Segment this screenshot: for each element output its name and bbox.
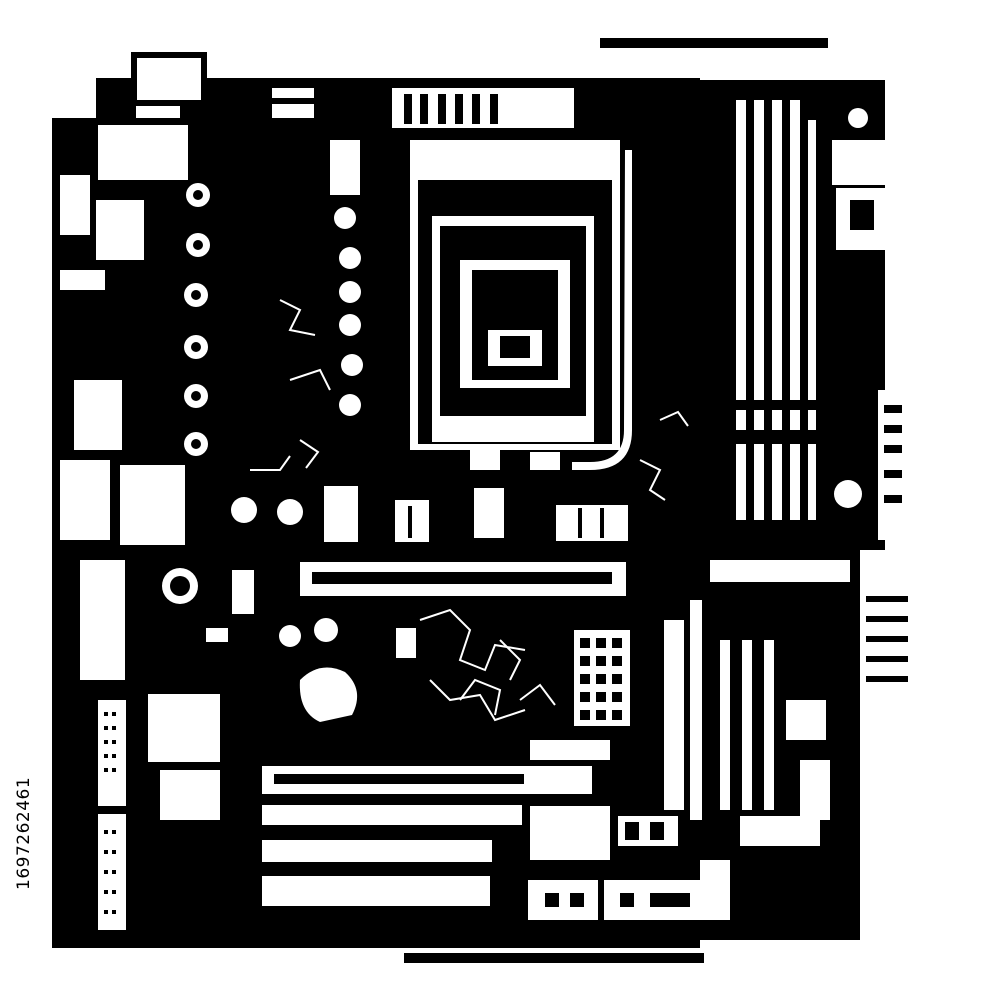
left-pin-header: [98, 712, 126, 914]
pcie-slot-top: [300, 562, 626, 596]
cpu-lever: [572, 150, 632, 470]
pcie-slot-bottom: [262, 766, 592, 794]
sata-headers: [664, 560, 850, 846]
ram-slots: [736, 100, 816, 520]
stock-id-label: 1697262461: [14, 776, 34, 890]
lower-expansion-bars: [262, 805, 522, 906]
circuit-traces: [250, 299, 689, 722]
chipset-grid: [574, 630, 630, 726]
cpu-socket: [410, 140, 620, 470]
misc-components: [148, 568, 416, 820]
capacitors: [231, 108, 868, 647]
